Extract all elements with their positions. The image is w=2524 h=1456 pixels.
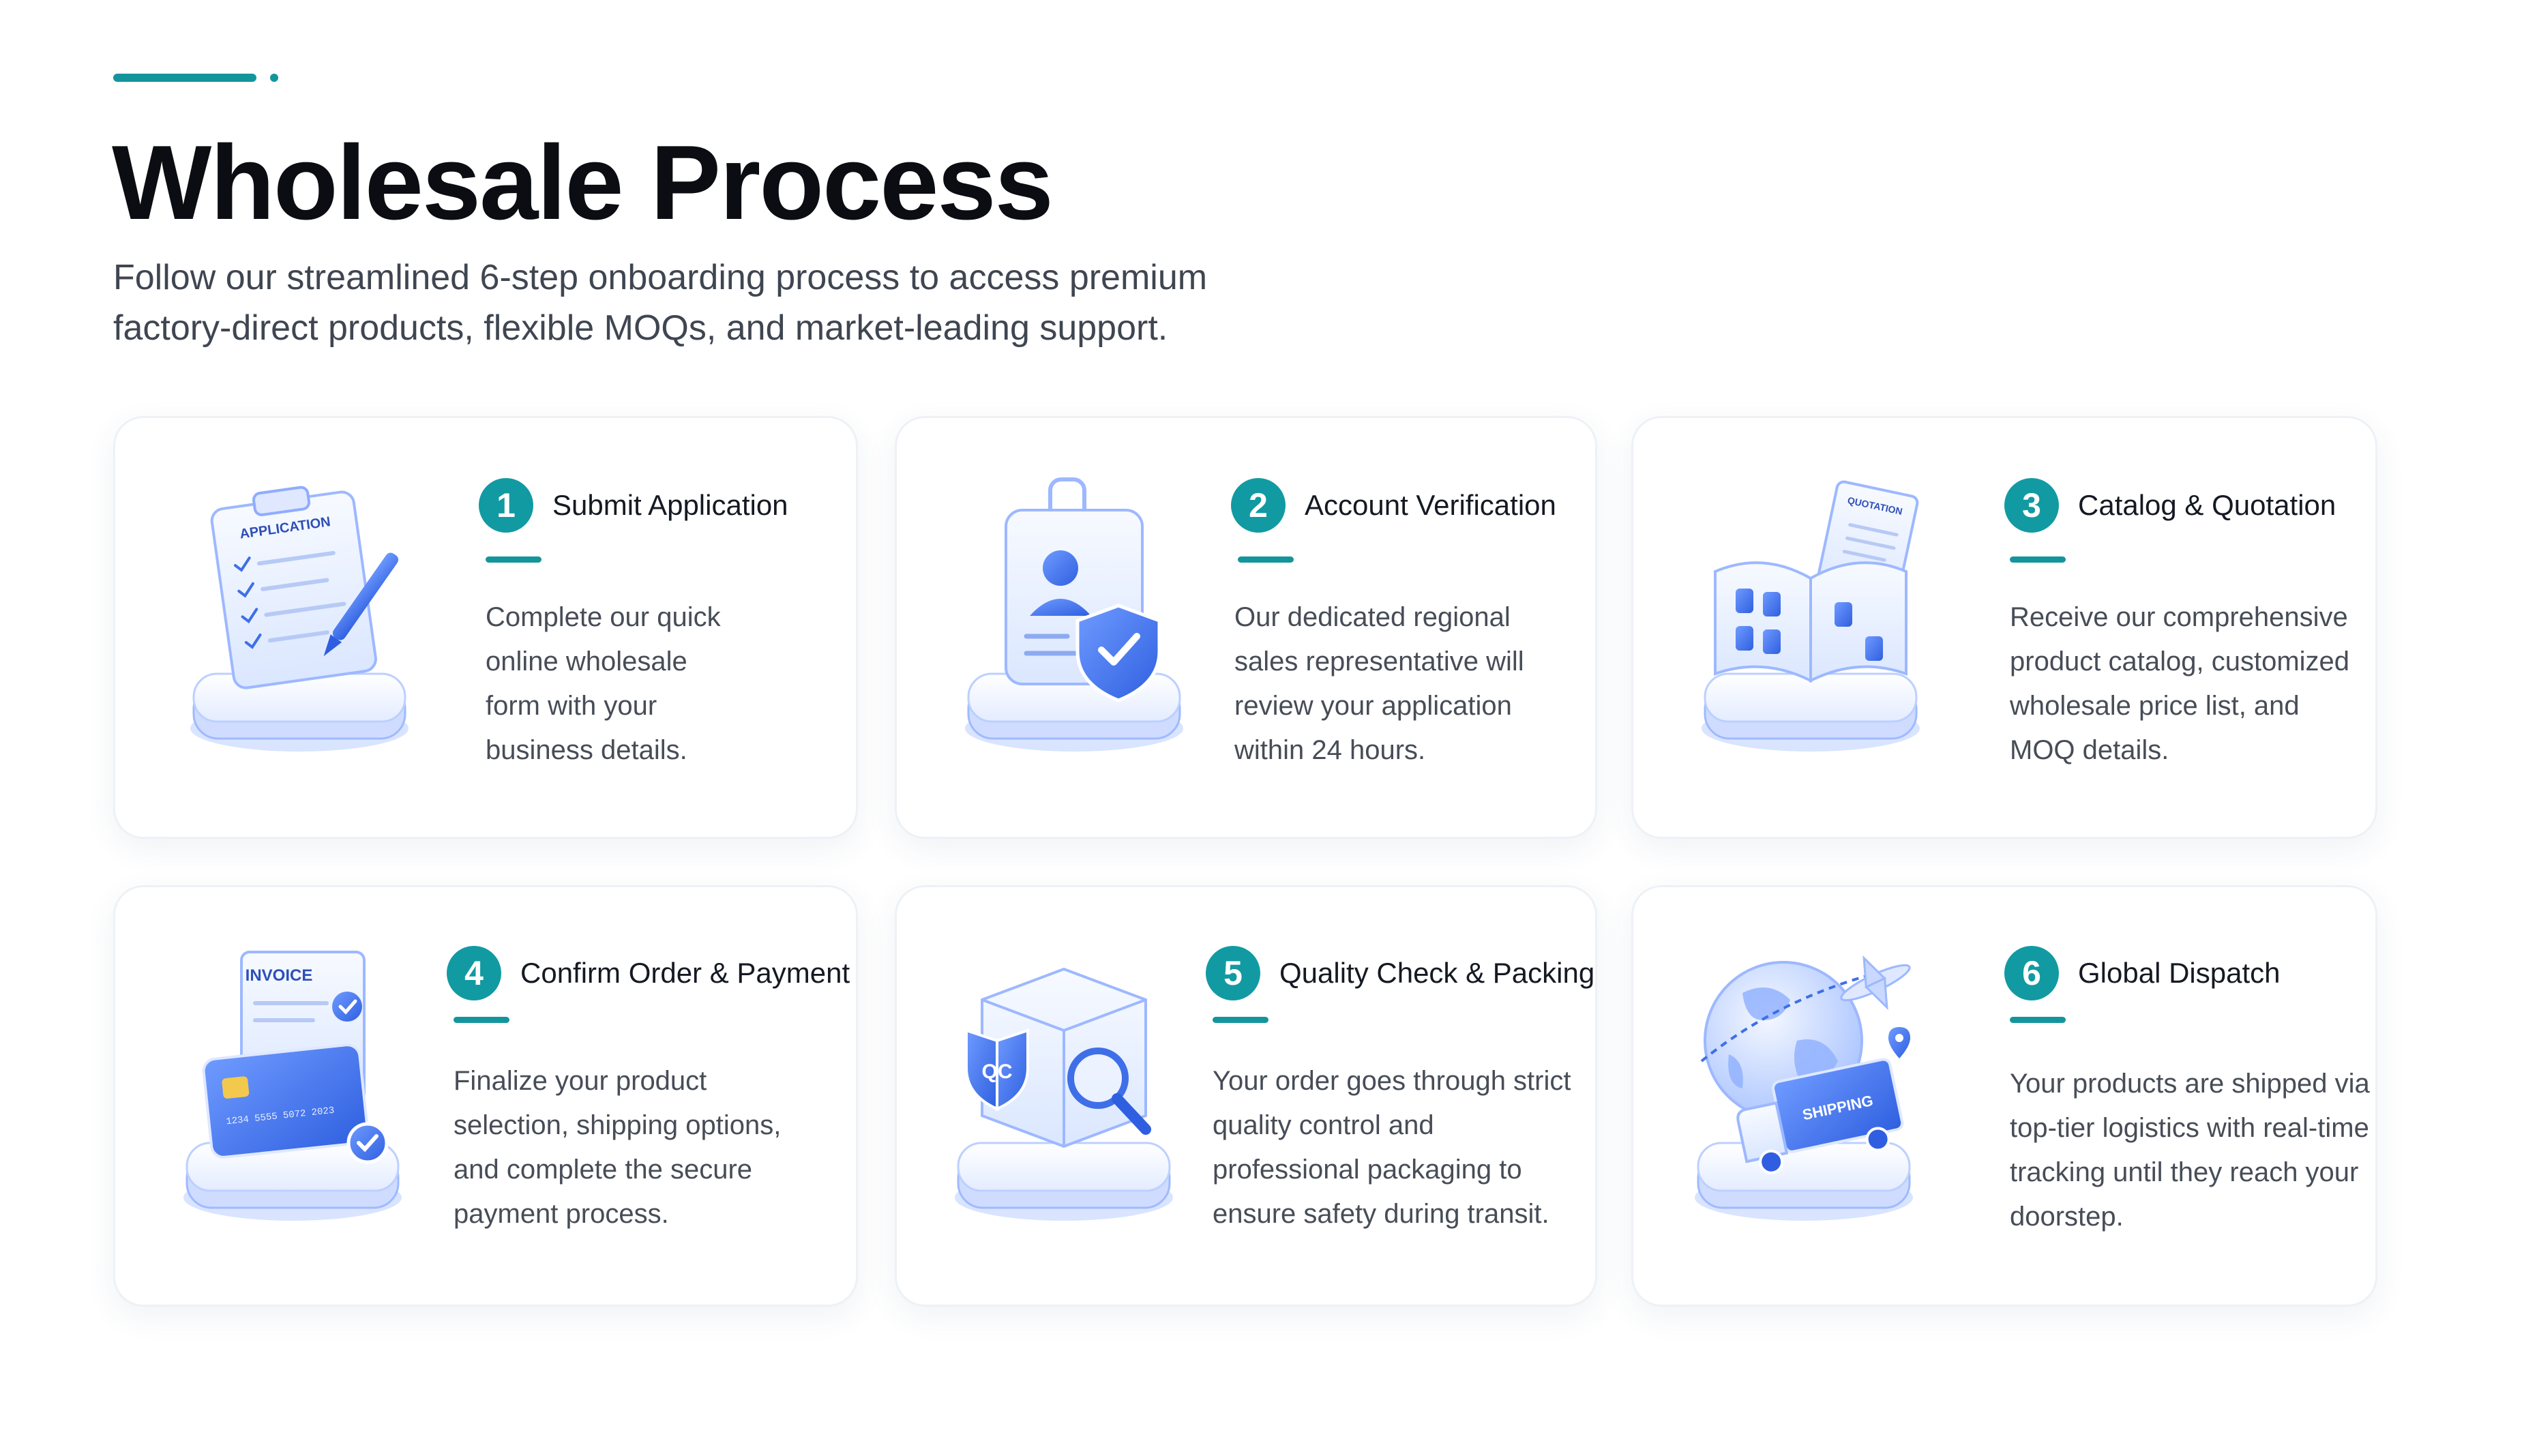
step-number-badge: 2 [1231,478,1286,533]
step-number-badge: 3 [2004,478,2059,533]
step-description-line: wholesale price list, and [2010,691,2300,721]
step-description-line: Your products are shipped via [2010,1069,2370,1099]
step-description: Receive our comprehensive product catalo… [2010,595,2349,773]
step-card-1: APPLICATION 1 Submit Application Compl [113,416,858,839]
step-description: Our dedicated regional sales representat… [1234,595,1524,773]
step-title: Global Dispatch [2078,957,2281,989]
step-description-line: payment process. [454,1199,669,1229]
step-number-badge: 4 [447,946,501,1000]
step-description-line: review your application [1234,691,1512,721]
invoice-label: INVOICE [246,966,313,985]
step-description-line: tracking until they reach your [2010,1157,2359,1187]
subtitle-line: factory-direct products, flexible MOQs, … [113,308,1168,348]
step-card-6: SHIPPING 6 Global Dispatch Your products… [1631,885,2377,1307]
step-title: Catalog & Quotation [2078,489,2336,521]
step-accent-line [454,1017,509,1023]
globe-plane-truck-icon: SHIPPING [1695,955,1913,1221]
step-title: Confirm Order & Payment [520,957,850,989]
step-description-line: Receive our comprehensive [2010,602,2348,632]
step-description-line: top-tier logistics with real-time [2010,1113,2369,1143]
step-number-badge: 1 [479,478,533,533]
step-description-line: Finalize your product [454,1066,707,1096]
step-description-line: within 24 hours. [1234,735,1426,765]
step-description-line: quality control and [1213,1110,1434,1140]
step-description-line: professional packaging to [1213,1155,1522,1185]
qc-label: QC [982,1060,1013,1083]
qc-package-magnifier-icon: QC [955,967,1173,1221]
step-description: Your order goes through strict quality c… [1213,1059,1571,1236]
step-description-line: MOQ details. [2010,735,2169,765]
step-description-line: form with your [486,691,657,721]
step-card-3: QUOTATION 3 Catalog & Quotation Receive … [1631,416,2377,839]
step-description: Finalize your product selection, shippin… [454,1059,781,1236]
id-badge-shield-icon [965,477,1183,752]
step-accent-line [2010,1017,2066,1023]
invoice-credit-card-icon: INVOICE 1234 5555 5072 2023 [183,951,402,1221]
step-title: Account Verification [1305,489,1556,521]
step-description-line: online wholesale [486,647,687,677]
step-card-4: INVOICE 1234 5555 5072 2023 4 Confirm Or… [113,885,858,1307]
page-subtitle: Follow our streamlined 6-step onboarding… [113,252,1341,353]
step-description-line: doorstep. [2010,1202,2124,1232]
step-description-line: product catalog, customized [2010,647,2350,677]
step-description-line: sales representative will [1234,647,1524,677]
step-card-5: QC 5 Quality Check & Packing Your order … [895,885,1597,1307]
header-accent-dot [270,74,278,82]
step-description-line: Our dedicated regional [1234,602,1511,632]
step-card-2: 2 Account Verification Our dedicated reg… [895,416,1597,839]
page-title: Wholesale Process [112,123,1054,241]
step-description: Complete our quick online wholesale form… [486,595,721,773]
step-description-line: Your order goes through strict [1213,1066,1571,1096]
subtitle-line: Follow our streamlined 6-step onboarding… [113,258,1208,297]
step-accent-line [1213,1017,1268,1023]
step-title: Submit Application [552,489,788,521]
clipboard-application-icon: APPLICATION [190,486,409,752]
step-accent-line [2010,556,2066,563]
step-description-line: Complete our quick [486,602,721,632]
step-description-line: selection, shipping options, [454,1110,782,1140]
header-accent-line [113,74,256,82]
step-description: Your products are shipped via top-tier l… [2010,1062,2370,1239]
catalog-book-quotation-icon: QUOTATION [1702,480,1920,752]
step-number-badge: 6 [2004,946,2059,1000]
step-description-line: ensure safety during transit. [1213,1199,1549,1229]
step-number-badge: 5 [1206,946,1260,1000]
step-title: Quality Check & Packing [1279,957,1595,989]
step-accent-line [1238,556,1294,563]
step-description-line: and complete the secure [454,1155,753,1185]
step-accent-line [486,556,541,563]
step-description-line: business details. [486,735,687,765]
